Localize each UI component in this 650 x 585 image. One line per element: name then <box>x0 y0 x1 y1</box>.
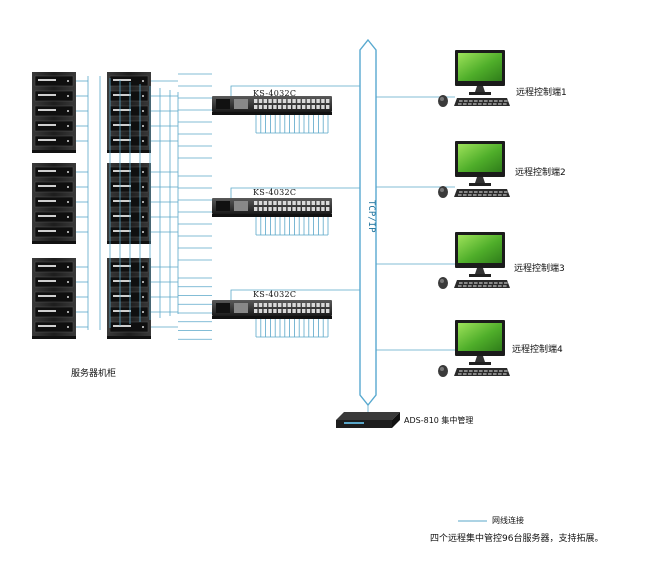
backbone-label: TCP/IP <box>366 200 376 233</box>
cabinet-label: 服务器机柜 <box>71 369 117 379</box>
server-rack <box>107 72 151 153</box>
kvm-label-2: KS-4032C <box>253 188 297 197</box>
kvm-switch-1 <box>212 96 332 115</box>
client-label-2: 远程控制端2 <box>515 168 566 178</box>
client-label-4: 远程控制端4 <box>512 345 563 355</box>
remote-client-workstation <box>438 141 510 198</box>
server-rack <box>32 72 76 153</box>
kvm-switch-3 <box>212 300 332 319</box>
kvm-switch-2 <box>212 198 332 217</box>
server-cabinet-group <box>32 72 151 339</box>
server-rack <box>107 163 151 244</box>
server-cables <box>76 73 212 340</box>
legend-label: 网线连接 <box>492 516 524 525</box>
remote-client-workstation <box>438 320 510 377</box>
remote-client-workstation <box>438 232 510 289</box>
kvm-uplinks <box>230 85 368 338</box>
server-rack <box>107 258 151 339</box>
kvm-label-3: KS-4032C <box>253 290 297 299</box>
caption: 四个远程集中管控96台服务器，支持拓展。 <box>430 534 604 544</box>
center-label: ADS-810 集中管理 <box>404 416 474 425</box>
client-label-3: 远程控制端3 <box>514 264 565 274</box>
remote-client-workstation <box>438 50 510 107</box>
kvm-label-1: KS-4032C <box>253 89 297 98</box>
server-rack <box>32 163 76 244</box>
server-rack <box>32 258 76 339</box>
ads-810-device <box>336 412 400 428</box>
client-label-1: 远程控制端1 <box>516 88 567 98</box>
